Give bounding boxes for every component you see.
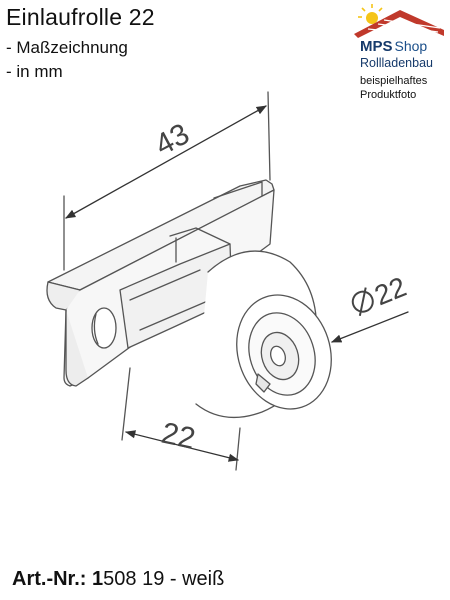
retaining-clip (255, 373, 271, 393)
ext-line-width-left (121, 367, 131, 441)
note-unit: - in mm (6, 62, 63, 81)
housing-edge-1 (129, 269, 201, 301)
diameter-slash (358, 287, 367, 317)
mounting-hole (91, 307, 117, 349)
dim-line-width (124, 430, 240, 462)
article-label: Art.-Nr.: (12, 568, 87, 590)
logo-brand-shop: Shop (394, 38, 428, 54)
plate-post (65, 309, 89, 387)
dim-label-diameter-group: 22 (351, 271, 411, 317)
product-title: Einlaufrolle 22 (6, 4, 155, 30)
dim-label-width: 22 (159, 417, 199, 456)
housing-edge-2 (139, 299, 211, 331)
photo-note-line1: beispielhaftes (360, 75, 428, 87)
dim-label-diameter: 22 (370, 271, 411, 311)
dim-leader-diameter (331, 311, 409, 343)
logo-brand-mps: MPS (360, 38, 393, 55)
diameter-symbol-icon (351, 290, 374, 313)
mounting-hole-inner (93, 313, 99, 345)
roof-sun-icon (354, 4, 444, 38)
roller-axle-end (270, 345, 286, 367)
note-dimension-drawing: - Maßzeichnung (6, 38, 128, 57)
photo-note-line2: Produktfoto (360, 89, 417, 101)
plate-notch (213, 181, 263, 199)
dim-line-length (65, 105, 267, 219)
article-number: Art.-Nr.: 1508 19 - weiß (12, 568, 224, 591)
article-number-rest: 508 19 - weiß (103, 568, 225, 590)
ext-line-width-right (235, 427, 241, 471)
logo-subtitle: Rollladenbau (360, 56, 433, 70)
dim-label-length: 43 (150, 117, 195, 162)
ext-line-right (267, 91, 271, 181)
housing-top (169, 227, 231, 245)
article-number-bold: 1 (92, 568, 104, 590)
